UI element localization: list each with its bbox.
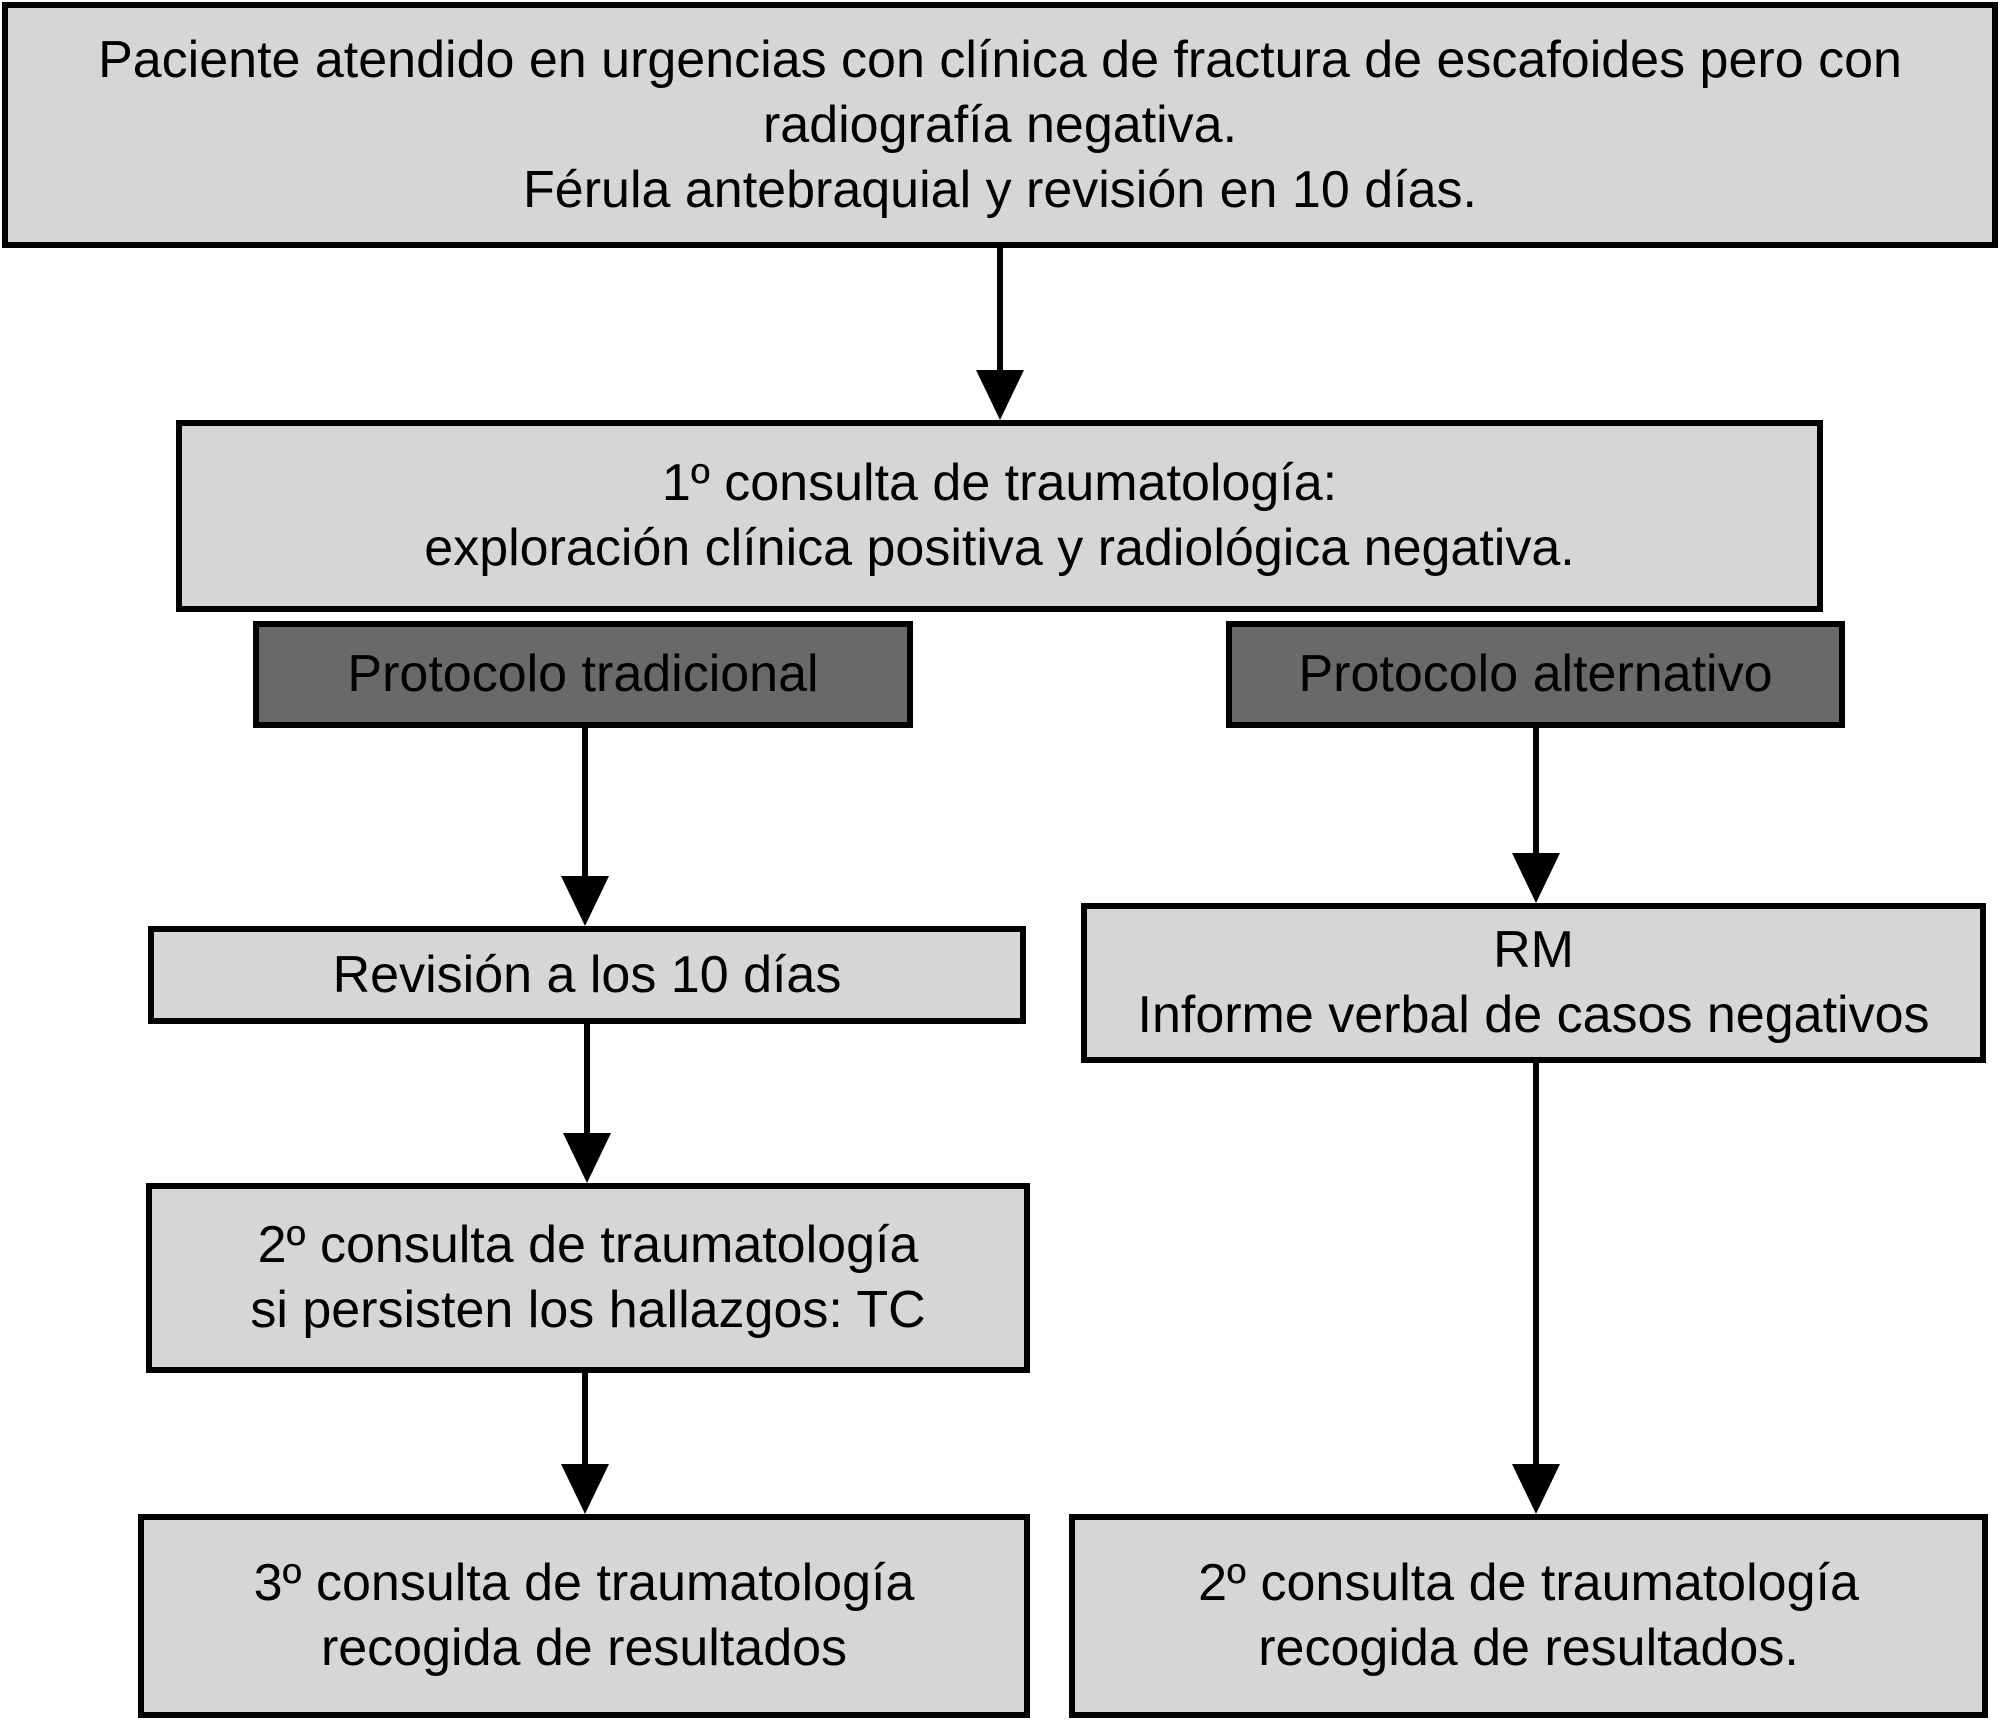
mri-text-line-2: Informe verbal de casos negativos [1137, 986, 1930, 1044]
arrow-head-icon [1512, 853, 1560, 903]
arrow-shaft [1533, 1063, 1539, 1472]
arrow-head-icon [561, 876, 609, 926]
arrow-shaft [582, 728, 588, 884]
arrow-shaft [582, 1373, 588, 1472]
second-consult-results-text-line-2: recogida de resultados. [1258, 1619, 1799, 1677]
arrow-head-icon [1512, 1464, 1560, 1514]
arrow-head-icon [976, 370, 1024, 420]
arrow-er-to-first-consult [976, 248, 1024, 420]
node-review-10-days: Revisión a los 10 días [148, 926, 1026, 1024]
mri-text-line-1: RM [1493, 921, 1574, 979]
node-third-consult-results: 3º consulta de traumatología recogida de… [138, 1514, 1030, 1718]
first-consult-text-line-1: 1º consulta de traumatología: [661, 454, 1338, 512]
node-protocol-traditional: Protocolo tradicional [253, 621, 913, 728]
arrow-alternative-to-mri [1512, 728, 1560, 903]
review-10-days-label: Revisión a los 10 días [332, 945, 842, 1004]
node-protocol-alternative: Protocolo alternativo [1226, 621, 1845, 728]
protocol-traditional-label: Protocolo tradicional [347, 645, 819, 703]
third-consult-results-text-line-1: 3º consulta de traumatología [253, 1554, 915, 1612]
protocol-alternative-label: Protocolo alternativo [1298, 645, 1773, 703]
node-second-consult-ct: 2º consulta de traumatología si persiste… [146, 1183, 1030, 1373]
node-second-consult-results: 2º consulta de traumatología recogida de… [1069, 1514, 1988, 1718]
arrow-shaft [997, 248, 1003, 378]
er-visit-text-line-1: Paciente atendido en urgencias con clíni… [98, 30, 1902, 89]
arrow-shaft [584, 1024, 590, 1141]
arrow-mri-to-second-consult [1512, 1063, 1560, 1514]
arrow-traditional-to-review [561, 728, 609, 926]
arrow-review-to-second-consult [563, 1024, 611, 1183]
second-consult-ct-text-line-2: si persisten los hallazgos: TC [250, 1281, 926, 1339]
second-consult-ct-text-line-1: 2º consulta de traumatología [257, 1216, 919, 1274]
second-consult-results-text-line-1: 2º consulta de traumatología [1198, 1554, 1859, 1612]
arrow-second-to-third-consult [561, 1373, 609, 1514]
arrow-head-icon [563, 1133, 611, 1183]
node-first-consult: 1º consulta de traumatología: exploració… [176, 420, 1823, 612]
third-consult-results-text-line-2: recogida de resultados [320, 1619, 848, 1677]
arrow-shaft [1533, 728, 1539, 861]
node-mri-verbal-report: RM Informe verbal de casos negativos [1081, 903, 1986, 1063]
er-visit-text-line-2: radiografía negativa. [762, 95, 1238, 154]
node-er-visit: Paciente atendido en urgencias con clíni… [2, 2, 1998, 248]
arrow-head-icon [561, 1464, 609, 1514]
er-visit-text-line-3: Férula antebraquial y revisión en 10 día… [523, 160, 1477, 219]
first-consult-text-line-2: exploración clínica positiva y radiológi… [424, 519, 1575, 577]
